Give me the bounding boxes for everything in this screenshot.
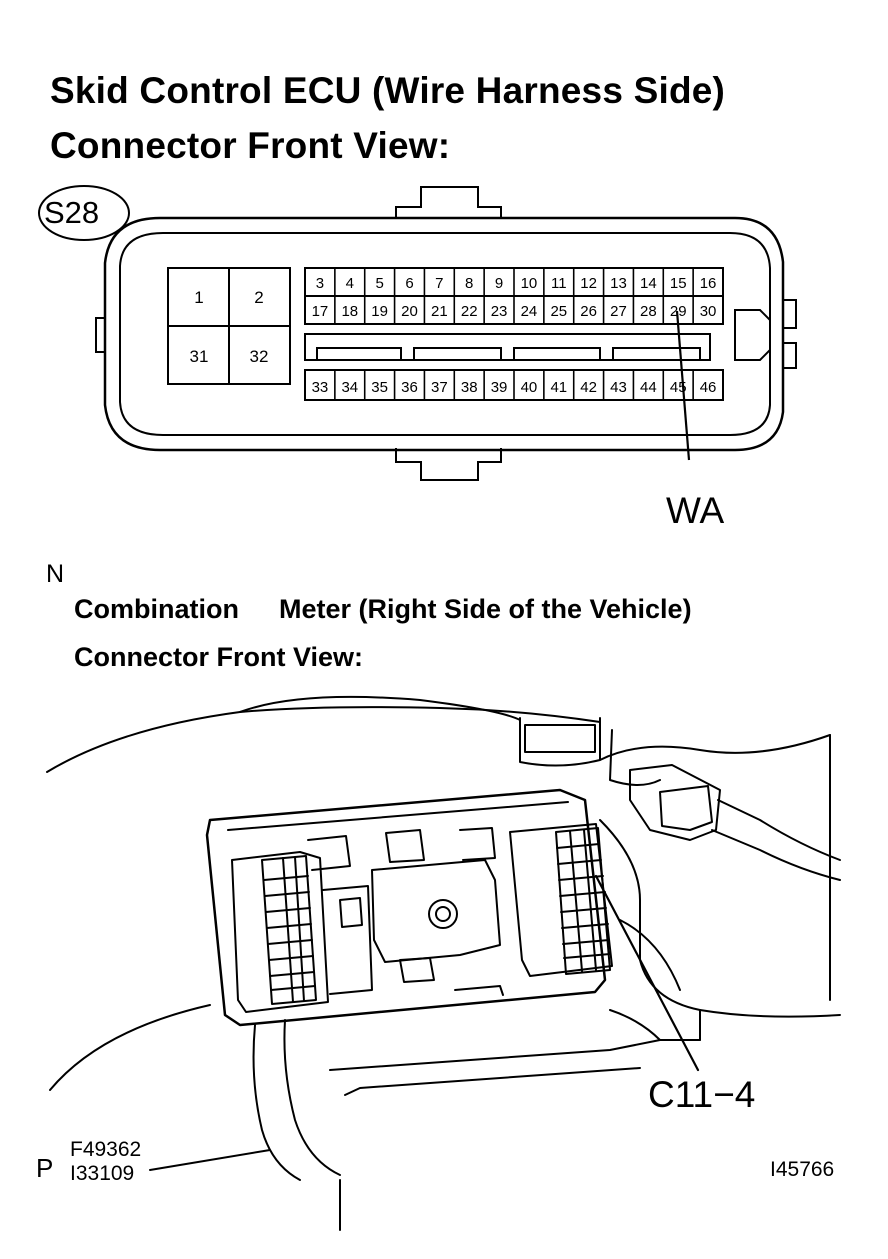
callout-wa: WA <box>666 490 725 531</box>
row1-pin-3: 3 <box>316 275 324 292</box>
row3-pin-35: 35 <box>371 379 388 396</box>
footer-code-2: I33109 <box>70 1162 135 1185</box>
ecu-title-line2: Connector Front View: <box>50 125 451 166</box>
connector-code-label: S28 <box>44 195 100 230</box>
row3-pin-37: 37 <box>431 379 448 396</box>
connector-code-badge <box>38 185 130 241</box>
row1-pin-14: 14 <box>640 275 657 292</box>
row3-pin-45: 45 <box>670 379 687 396</box>
row1-pin-16: 16 <box>700 275 717 292</box>
row1-pin-11: 11 <box>551 275 567 292</box>
large-pin-2: 2 <box>254 288 263 307</box>
row3-pin-44: 44 <box>640 379 657 396</box>
row2-pin-24: 24 <box>521 303 538 320</box>
marker-n: N <box>46 560 65 588</box>
row2-pin-26: 26 <box>580 303 597 320</box>
meter-title-line2: Connector Front View: <box>74 642 364 672</box>
row2-pin-20: 20 <box>401 303 418 320</box>
marker-p: P <box>36 1153 54 1183</box>
row2-pin-30: 30 <box>700 303 717 320</box>
row3-pin-34: 34 <box>341 379 358 396</box>
row3-pin-41: 41 <box>550 379 567 396</box>
row1-pin-5: 5 <box>375 275 383 292</box>
row1-pin-15: 15 <box>670 275 687 292</box>
row1-pin-7: 7 <box>435 275 443 292</box>
row3-pin-40: 40 <box>521 379 538 396</box>
meter-title-line1-b: Meter (Right Side of the Vehicle) <box>279 594 692 624</box>
row2-pin-25: 25 <box>550 303 567 320</box>
row1-pin-4: 4 <box>346 275 354 292</box>
row3-pin-36: 36 <box>401 379 418 396</box>
row1-pin-13: 13 <box>610 275 627 292</box>
row3-pin-38: 38 <box>461 379 478 396</box>
large-pin-1: 1 <box>194 288 203 307</box>
row1-pin-10: 10 <box>521 275 538 292</box>
large-pin-32: 32 <box>250 347 269 366</box>
row2-pin-23: 23 <box>491 303 508 320</box>
ecu-title-line1: Skid Control ECU (Wire Harness Side) <box>50 70 726 111</box>
row2-pin-17: 17 <box>312 303 329 320</box>
callout-c11-4: C11−4 <box>648 1074 756 1115</box>
meter-title-line1-a: Combination <box>74 594 239 624</box>
row2-pin-27: 27 <box>610 303 627 320</box>
row1-pin-9: 9 <box>495 275 503 292</box>
row1-pin-12: 12 <box>580 275 597 292</box>
row3-pin-46: 46 <box>700 379 717 396</box>
figure-id: I45766 <box>770 1158 835 1181</box>
row2-pin-29: 29 <box>670 303 687 320</box>
row2-pin-19: 19 <box>371 303 388 320</box>
row2-pin-21: 21 <box>431 303 448 320</box>
row2-pin-18: 18 <box>341 303 358 320</box>
row2-pin-28: 28 <box>640 303 657 320</box>
footer-code-1: F49362 <box>70 1138 142 1161</box>
large-pin-31: 31 <box>190 347 209 366</box>
row3-pin-33: 33 <box>312 379 329 396</box>
row3-pin-39: 39 <box>491 379 508 396</box>
row2-pin-22: 22 <box>461 303 478 320</box>
row3-pin-42: 42 <box>580 379 597 396</box>
row3-pin-43: 43 <box>610 379 627 396</box>
row1-pin-6: 6 <box>405 275 413 292</box>
row1-pin-8: 8 <box>465 275 473 292</box>
